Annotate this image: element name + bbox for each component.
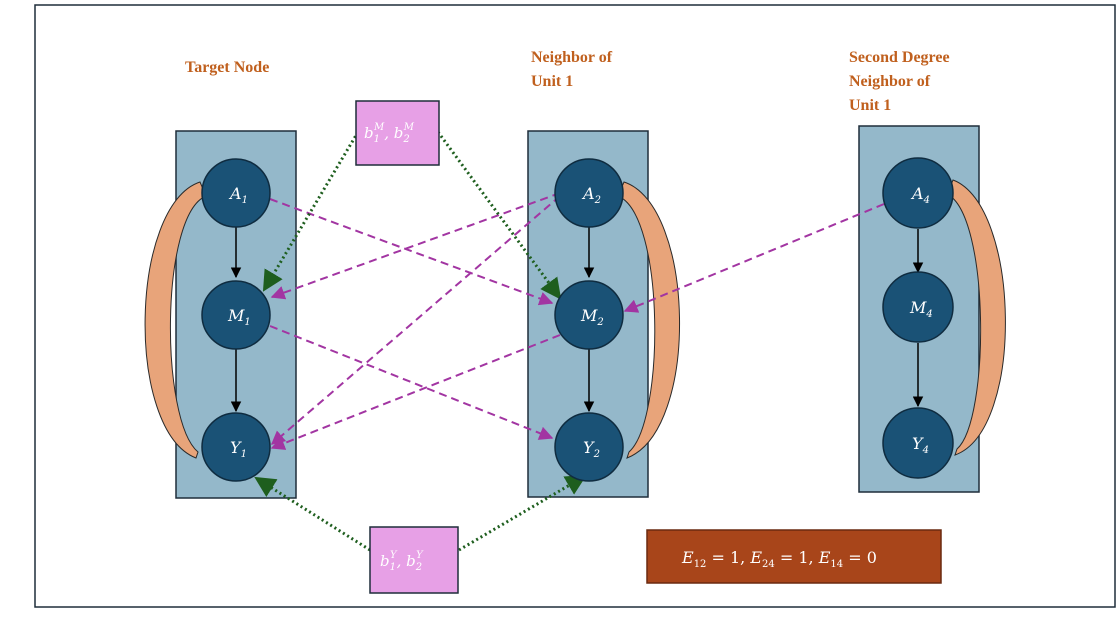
node-y1 xyxy=(201,412,271,482)
node-a2-label: A2 xyxy=(581,184,601,206)
node-a1-label: A1 xyxy=(228,184,248,206)
node-y2-label: Y2 xyxy=(583,438,600,460)
node-m4-label: M4 xyxy=(909,298,933,320)
node-m4 xyxy=(882,271,954,343)
node-y4-label: Y4 xyxy=(912,434,929,456)
edge-a2-y1 xyxy=(270,195,561,445)
node-m2-label: M2 xyxy=(580,306,604,328)
node-y4 xyxy=(882,407,954,479)
node-a1 xyxy=(201,158,271,228)
confound-m-to-m2 xyxy=(436,131,562,300)
node-y2 xyxy=(554,412,624,482)
label-second-line2: Neighbor of xyxy=(849,73,931,90)
label-target-node: Target Node xyxy=(185,59,269,76)
confounder-y-label: b1Y, b2Y xyxy=(380,550,424,573)
edge-a1-m2 xyxy=(269,198,554,306)
node-m1 xyxy=(201,280,271,350)
confounder-box-y xyxy=(369,526,459,594)
label-second-line1: Second Degree xyxy=(849,49,950,66)
confound-y-to-y2 xyxy=(458,474,587,552)
node-labels: A1 M1 Y1 A2 M2 Y2 A4 M4 Y4 xyxy=(227,184,933,460)
confounder-box-m xyxy=(355,100,440,166)
edge-indicator-text: E12 = 1, E24 = 1, E14 = 0 xyxy=(681,548,877,570)
edge-indicator-box xyxy=(646,529,942,584)
node-a4 xyxy=(882,157,954,229)
label-neighbor-line2: Unit 1 xyxy=(531,73,573,90)
node-a2 xyxy=(554,158,624,228)
self-arrow-unit-2 xyxy=(617,181,680,459)
confounder-m-label: b1M, b2M xyxy=(364,122,415,145)
outer-frame xyxy=(34,4,1116,608)
self-arrow-unit-1 xyxy=(144,181,207,459)
edge-m2-y1 xyxy=(270,334,561,450)
node-m1-label: M1 xyxy=(227,306,251,328)
node-y1-label: Y1 xyxy=(230,438,247,460)
label-neighbor-line1: Neighbor of xyxy=(531,49,613,66)
self-arrow-unit-4 xyxy=(946,179,1006,456)
confound-m-to-m1 xyxy=(262,131,360,292)
node-a4-label: A4 xyxy=(910,184,930,206)
node-m2 xyxy=(554,280,624,350)
edge-m1-y2 xyxy=(269,325,554,440)
edge-a4-m2 xyxy=(623,203,885,313)
edge-a2-m1 xyxy=(270,192,561,300)
label-second-line3: Unit 1 xyxy=(849,97,891,114)
